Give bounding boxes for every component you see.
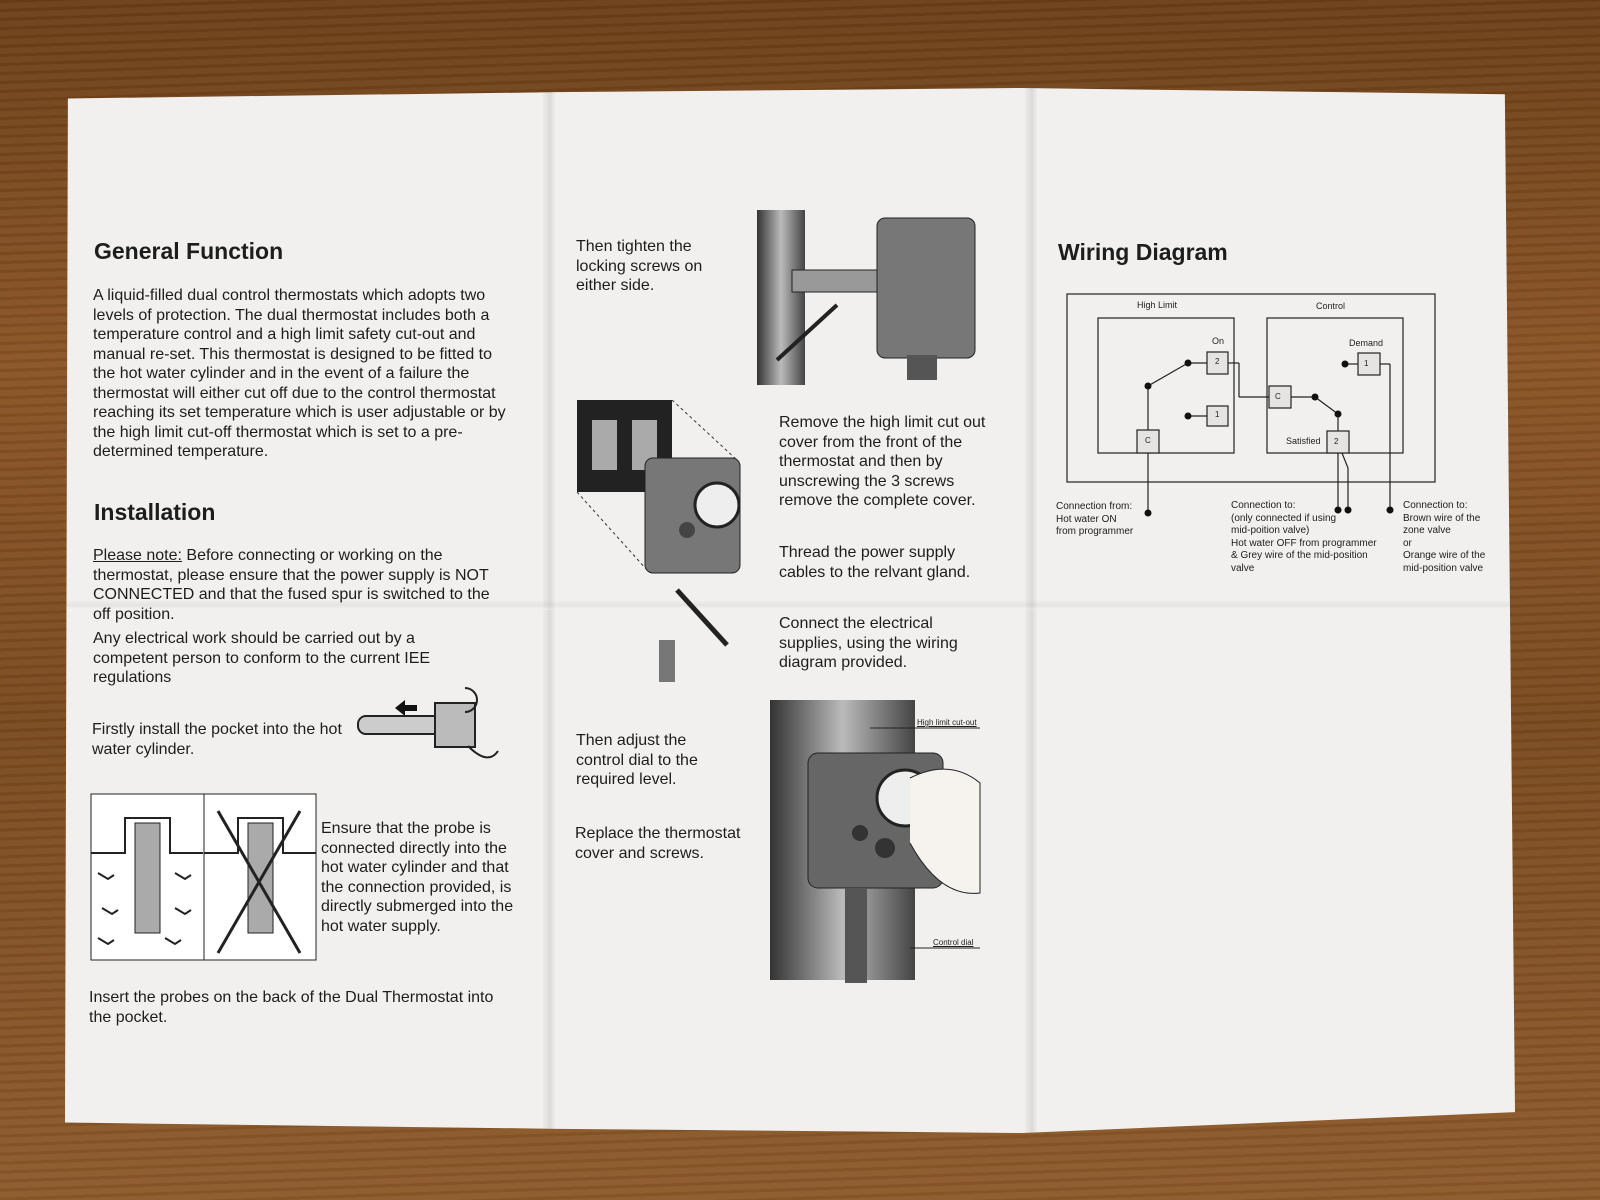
text-line: or — [1403, 537, 1412, 549]
text-line: (only connected if using — [1231, 512, 1337, 524]
text-line: mid-poition valve) — [1231, 525, 1310, 536]
fold-line — [65, 600, 1515, 610]
step-thread: Thread the power supply cables to the re… — [779, 544, 971, 581]
connection-midposition-label: Connection to: (only connected if using … — [1231, 500, 1377, 575]
adjust-dial-illustration — [770, 700, 981, 983]
text-line: Connection to: — [1403, 500, 1468, 511]
probe-placement-diagram — [90, 793, 317, 961]
text-line: Hot water OFF from programmer — [1231, 537, 1377, 549]
cover-removal-illustration — [577, 400, 741, 682]
electrical-note: Any electrical work should be carried ou… — [93, 630, 431, 686]
step-tighten: Then tighten the locking screws on eithe… — [576, 238, 703, 294]
text-line: Brown wire of the — [1403, 512, 1481, 524]
terminal-1-control: 1 — [1364, 359, 1369, 368]
text-line: Connection to: — [1231, 500, 1296, 511]
pocket-illustration — [357, 687, 499, 759]
note-text: Before connecting or working on the ther… — [93, 547, 490, 623]
text-line: Connection from: — [1056, 501, 1133, 512]
terminal-2-control: 2 — [1334, 437, 1339, 446]
safety-note: Please note: Before connecting or workin… — [93, 546, 493, 624]
label-satisfied: Satisfied — [1286, 436, 1321, 446]
fold-line — [543, 88, 557, 1133]
step-connect: Connect the electrical supplies, using t… — [779, 615, 958, 671]
step-pocket: Firstly install the pocket into the hot … — [92, 721, 342, 758]
terminal-2-high: 2 — [1215, 357, 1220, 366]
text-line: mid-position valve — [1403, 562, 1484, 574]
general-function-heading: General Function — [94, 238, 284, 264]
label-demand: Demand — [1349, 338, 1384, 348]
step-remove-cover: Remove the high limit cut out cover from… — [779, 414, 986, 509]
label-high-limit: High Limit — [1137, 300, 1178, 310]
step-adjust: Then adjust the control dial to the requ… — [576, 732, 698, 788]
step-replace: Replace the thermostat cover and screws. — [575, 825, 741, 862]
locking-screws-illustration — [757, 210, 976, 385]
text-line: & Grey wire of the mid-position — [1231, 550, 1368, 561]
text-line: zone valve — [1403, 525, 1451, 536]
text-line: Orange wire of the — [1403, 550, 1486, 561]
step-probe: Ensure that the probe is connected direc… — [321, 820, 514, 935]
label-control: Control — [1316, 301, 1346, 311]
general-function-text: A liquid-filled dual control thermostats… — [93, 287, 506, 460]
connection-from-label: Connection from: Hot water ON from progr… — [1056, 501, 1133, 539]
terminal-1-high: 1 — [1215, 410, 1220, 419]
installation-heading: Installation — [94, 499, 216, 525]
terminal-c-high: C — [1145, 436, 1151, 445]
instruction-leaflet: General Function A liquid-filled dual co… — [65, 88, 1515, 1133]
label-on: On — [1212, 336, 1225, 346]
text-line: Hot water ON — [1056, 513, 1117, 525]
step-insert: Insert the probes on the back of the Dua… — [89, 989, 494, 1026]
label-control-dial: Control dial — [933, 938, 974, 947]
fold-line — [1025, 88, 1039, 1133]
text-line: valve — [1231, 562, 1255, 574]
wiring-diagram — [1066, 293, 1436, 517]
terminal-c-control: C — [1275, 392, 1281, 401]
connection-zone-valve-label: Connection to: Brown wire of the zone va… — [1403, 500, 1485, 575]
label-high-limit-cutout: High limit cut-out — [917, 718, 977, 727]
note-label: Please note: — [93, 547, 182, 564]
text-line: from programmer — [1056, 526, 1134, 537]
wiring-diagram-heading: Wiring Diagram — [1058, 239, 1228, 265]
